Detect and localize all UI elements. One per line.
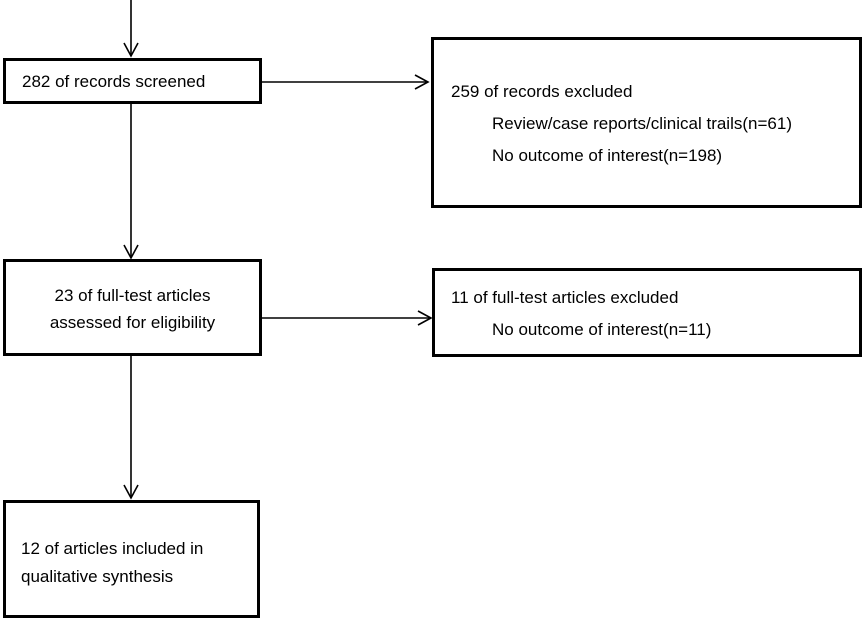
excluded-records-box	[431, 37, 862, 208]
excluded-articles-title: 11 of full-test articles excluded	[451, 288, 679, 307]
excluded-records-item: No outcome of interest(n=198)	[492, 146, 723, 165]
excluded-articles-item: No outcome of interest(n=11)	[492, 320, 712, 339]
included-label-line: qualitative synthesis	[21, 567, 174, 586]
assessed-label-line: assessed for eligibility	[49, 313, 216, 332]
excluded-records-title: 259 of records excluded	[451, 82, 633, 101]
screened-box	[3, 58, 262, 104]
assessed-box	[3, 259, 262, 356]
excluded-articles-box	[432, 268, 862, 357]
included-label-line: 12 of articles included in	[21, 539, 204, 558]
included-box	[3, 500, 260, 618]
assessed-label-line: 23 of full-test articles	[54, 286, 211, 305]
screened-label: 282 of records screened	[22, 72, 206, 91]
excluded-records-item: Review/case reports/clinical trails(n=61…	[492, 114, 792, 133]
